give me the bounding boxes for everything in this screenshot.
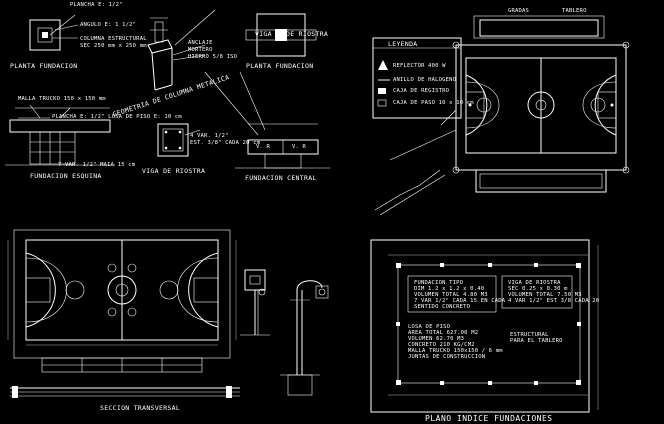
estructural-0: ESTRUCTURAL <box>510 332 549 338</box>
plano-indice-title: PLANO INDICE FUNDACIONES <box>425 414 553 423</box>
box2-line0: VIGA DE RIOSTRA <box>508 280 561 286</box>
viga-riostra-section <box>157 123 201 157</box>
esquina-varillas-label: 7 VAR. 1/2" MAIA 15 cm <box>58 162 136 168</box>
court-right-label: TABLERO <box>562 8 587 14</box>
columna-label: COLUMNA ESTRUCTURAL <box>80 36 147 42</box>
riostra-tag: DE RIOSTRA <box>286 30 329 38</box>
box2-line1: SEC 0.25 x 0.30 m <box>508 286 568 292</box>
viga-tag: VIGA <box>255 30 272 38</box>
viga-nota2: EST. 3/8" CADA 20 cm <box>190 140 261 146</box>
esquina-plancha-label: PLANCHA E: 1/2" LOSA DE PISO E: 10 cm <box>52 114 182 120</box>
column-isometric <box>147 9 216 91</box>
losa-4: MALLA TRUCKO 150x150 / 6 mm <box>408 348 503 354</box>
court-plan-top-right <box>374 15 630 216</box>
vr-right: V. R <box>292 144 307 150</box>
box1-line1: DIM 1.2 x 1.2 x 0.40 <box>414 286 485 292</box>
seccion-title: SECCION TRANSVERSAL <box>100 404 181 412</box>
box2-line3: 4 VAR 1/2" EST 3/8 CADA 20 <box>508 298 600 304</box>
leyenda-box <box>372 37 462 119</box>
losa-2: VOLUMEN 62.70 M3 <box>408 336 465 342</box>
box2-line2: VOLUMEN TOTAL 7.50 M3 <box>508 292 582 298</box>
losa-0: LOSA DE PISO <box>408 324 451 330</box>
plancha-label: PLANCHA E: 1/2" <box>70 2 123 8</box>
vr-left: V. R <box>256 144 271 150</box>
viga-nota: 4 VAR. 1/2" <box>190 133 229 139</box>
backboard-elevation <box>240 269 270 336</box>
box1-line2: VOLUMEN TOTAL 4.80 M3 <box>414 292 488 298</box>
box1-line3: 7 VAR 1/2" CADA 15 EN CADA <box>414 298 506 304</box>
fundacion-central-title: FUNDACION CENTRAL <box>245 174 317 182</box>
losa-1: AREA TOTAL 627.00 M2 <box>408 330 479 336</box>
fundacion-central-detail <box>204 71 330 169</box>
column-label-a: ANCLAJE <box>188 40 213 46</box>
leyenda-item-0: REFLECTOR 400 W <box>393 63 446 69</box>
column-label-b: MORTERO <box>188 47 213 53</box>
plano-indice-frame <box>370 239 599 413</box>
pole-detail <box>280 280 329 396</box>
court-top-label: GRADAS <box>508 8 530 14</box>
planta-fundacion-title-left: PLANTA FUNDACION <box>10 62 78 70</box>
leyenda-item-3: CAJA DE PASO 10 x 10 cm <box>393 100 474 106</box>
fundacion-esquina-title: FUNDACION ESQUINA <box>30 172 102 180</box>
box1-line0: FUNDACION TIPO <box>414 280 464 286</box>
column-label-c: HIERRO 5/8 ISO <box>188 54 238 60</box>
viga-riostra-title: VIGA DE RIOSTRA <box>142 167 206 175</box>
planta-fundacion-title-center: PLANTA FUNDACION <box>246 62 314 70</box>
court-plan-bottom-left <box>7 229 240 398</box>
malla-label: MALLA TRUCKO 150 x 150 mm <box>18 96 106 102</box>
leyenda-item-1: ANILLO DE HALOGENO <box>393 77 457 83</box>
losa-3: CONCRETO 210 KG/CM2 <box>408 342 475 348</box>
planta-fundacion-tc <box>245 13 317 57</box>
columna-dim-label: SEC 250 mm x 250 mm <box>80 43 147 49</box>
losa-5: JUNTAS DE CONSTRUCCION <box>408 354 486 360</box>
leyenda-item-2: CAJA DE REGISTRO <box>393 88 450 94</box>
box1-line4: SENTIDO CONCRETO <box>414 304 471 310</box>
estructural-1: PARA EL TABLERO <box>510 338 563 344</box>
leyenda-title: LEYENDA <box>388 40 418 48</box>
planta-fundacion-detail <box>29 14 79 51</box>
angulo-label: ANGULO E: 1 1/2" <box>80 22 137 28</box>
fundacion-esquina-detail <box>5 104 115 166</box>
